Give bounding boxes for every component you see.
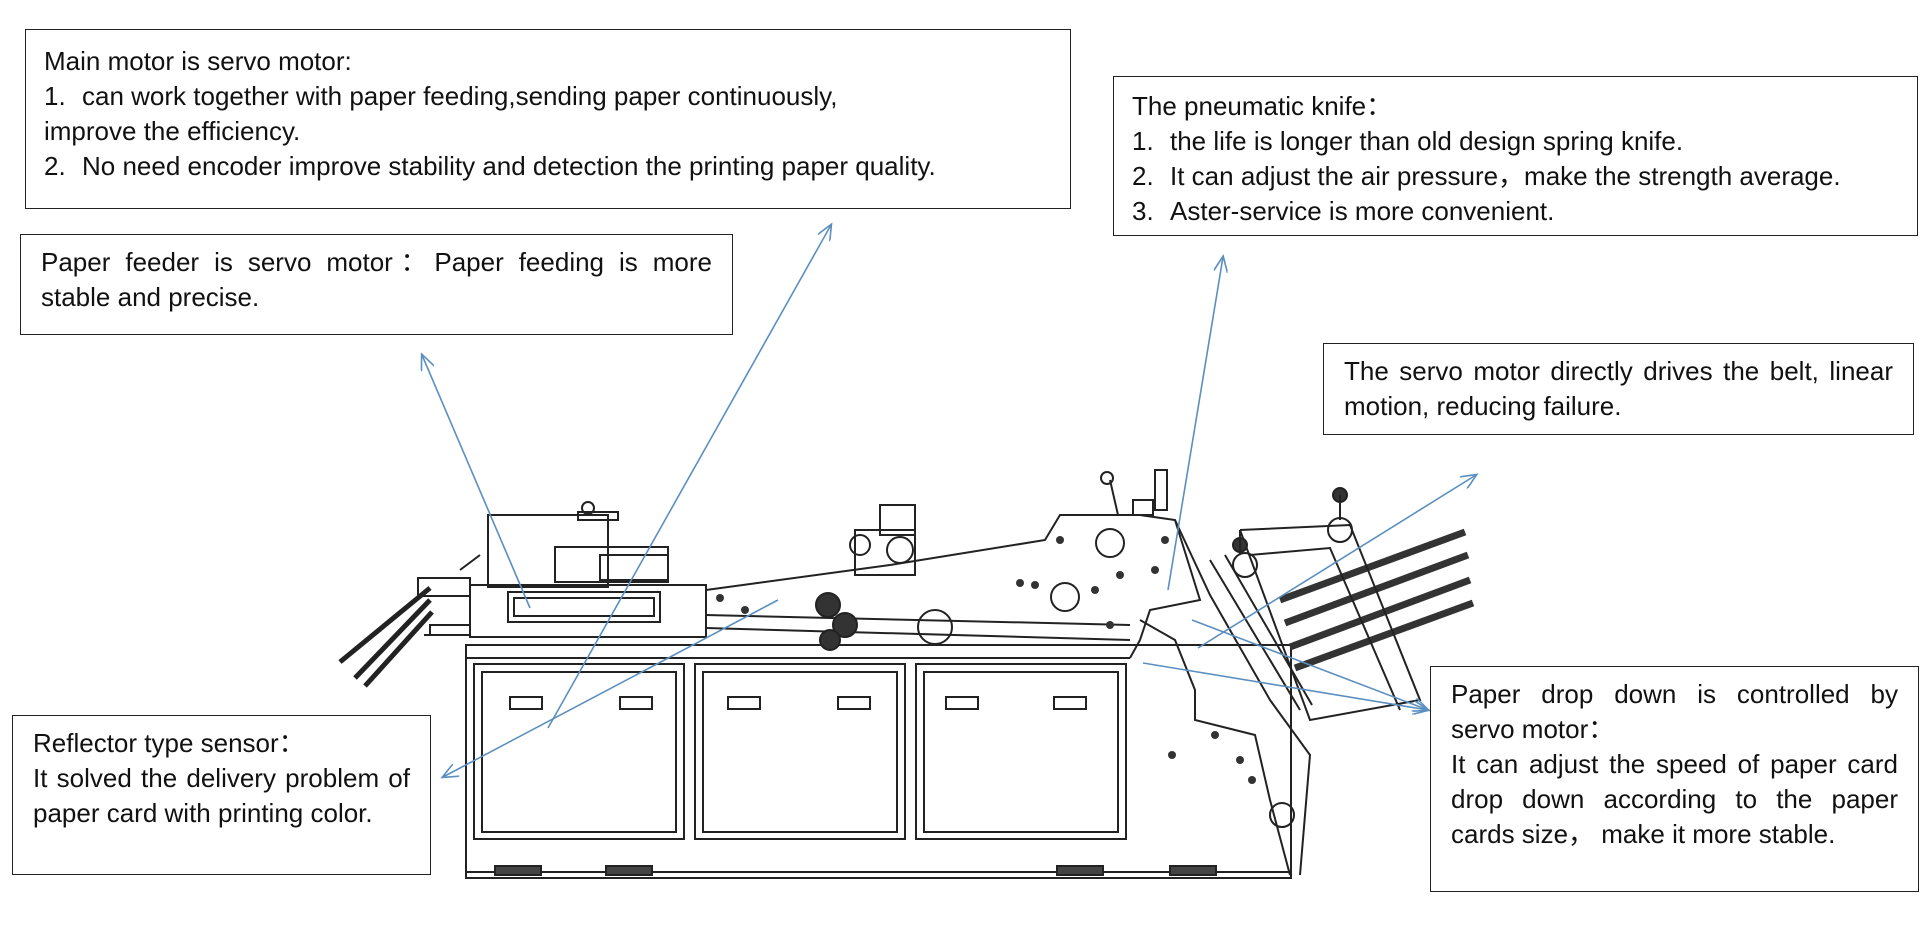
callout-text: Paper feeder is servo motor：Paper feedin… — [41, 247, 712, 312]
callout-servo-belt: The servo motor directly drives the belt… — [1323, 343, 1914, 435]
arrow-reflector — [443, 599, 779, 777]
callout-title: Reflector type sensor： — [33, 728, 305, 758]
output-belts — [1278, 528, 1475, 672]
roller — [917, 609, 953, 645]
roller — [849, 534, 871, 556]
cabinet-panel — [694, 663, 906, 840]
paper-feeder-unit — [469, 584, 707, 638]
callout-text: It can adjust the speed of paper card dr… — [1451, 749, 1898, 849]
callout-title: Main motor is servo motor: — [44, 46, 352, 76]
callout-main-motor: Main motor is servo motor: 1.can work to… — [25, 29, 1071, 209]
callout-text: It solved the delivery problem of paper … — [33, 763, 410, 828]
arrow-paper-drop-1 — [1142, 662, 1428, 710]
callout-line: 3.Aster-service is more convenient. — [1132, 196, 1555, 226]
callout-line: 2.It can adjust the air pressure，make th… — [1132, 161, 1841, 191]
roller — [1050, 582, 1080, 612]
machine-foot — [1169, 865, 1217, 876]
callout-paper-drop: Paper drop down is controlled by servo m… — [1430, 666, 1919, 892]
cabinet-panel — [473, 663, 685, 840]
pointer-arrows — [422, 225, 1476, 777]
machine-foot — [605, 865, 653, 876]
cabinet-panel — [915, 663, 1127, 840]
roller — [815, 592, 841, 618]
callout-title: Paper drop down is controlled by servo m… — [1451, 679, 1898, 744]
machine-foot — [1056, 865, 1104, 876]
callout-text: The servo motor directly drives the belt… — [1344, 356, 1893, 421]
arrow-paper-drop-2 — [1191, 619, 1428, 710]
callout-title: The pneumatic knife： — [1132, 91, 1393, 121]
machine-base-frame — [465, 644, 1292, 876]
roller — [819, 629, 841, 651]
callout-line: 1.can work together with paper feeding,s… — [44, 81, 838, 111]
roller — [886, 536, 914, 564]
arrow-main-motor — [547, 225, 831, 729]
feeder-arms — [338, 586, 434, 688]
callout-reflector: Reflector type sensor： It solved the del… — [12, 715, 431, 875]
callout-paper-feeder: Paper feeder is servo motor：Paper feedin… — [20, 234, 733, 335]
callout-pneumatic-knife: The pneumatic knife： 1.the life is longe… — [1113, 76, 1918, 236]
machine-drawing — [338, 469, 1475, 879]
callout-line: improve the efficiency. — [44, 116, 301, 146]
conveyor-frame — [705, 514, 1202, 659]
arrow-paper-feeder — [422, 355, 531, 609]
roller — [1095, 528, 1125, 558]
roller — [832, 612, 858, 638]
arrow-servo-belt — [1197, 475, 1476, 649]
callout-line: 1.the life is longer than old design spr… — [1132, 126, 1684, 156]
arrow-pneumatic-knife — [1167, 257, 1223, 591]
machine-foot — [494, 865, 542, 876]
callout-line: 2.No need encoder improve stability and … — [44, 151, 936, 181]
